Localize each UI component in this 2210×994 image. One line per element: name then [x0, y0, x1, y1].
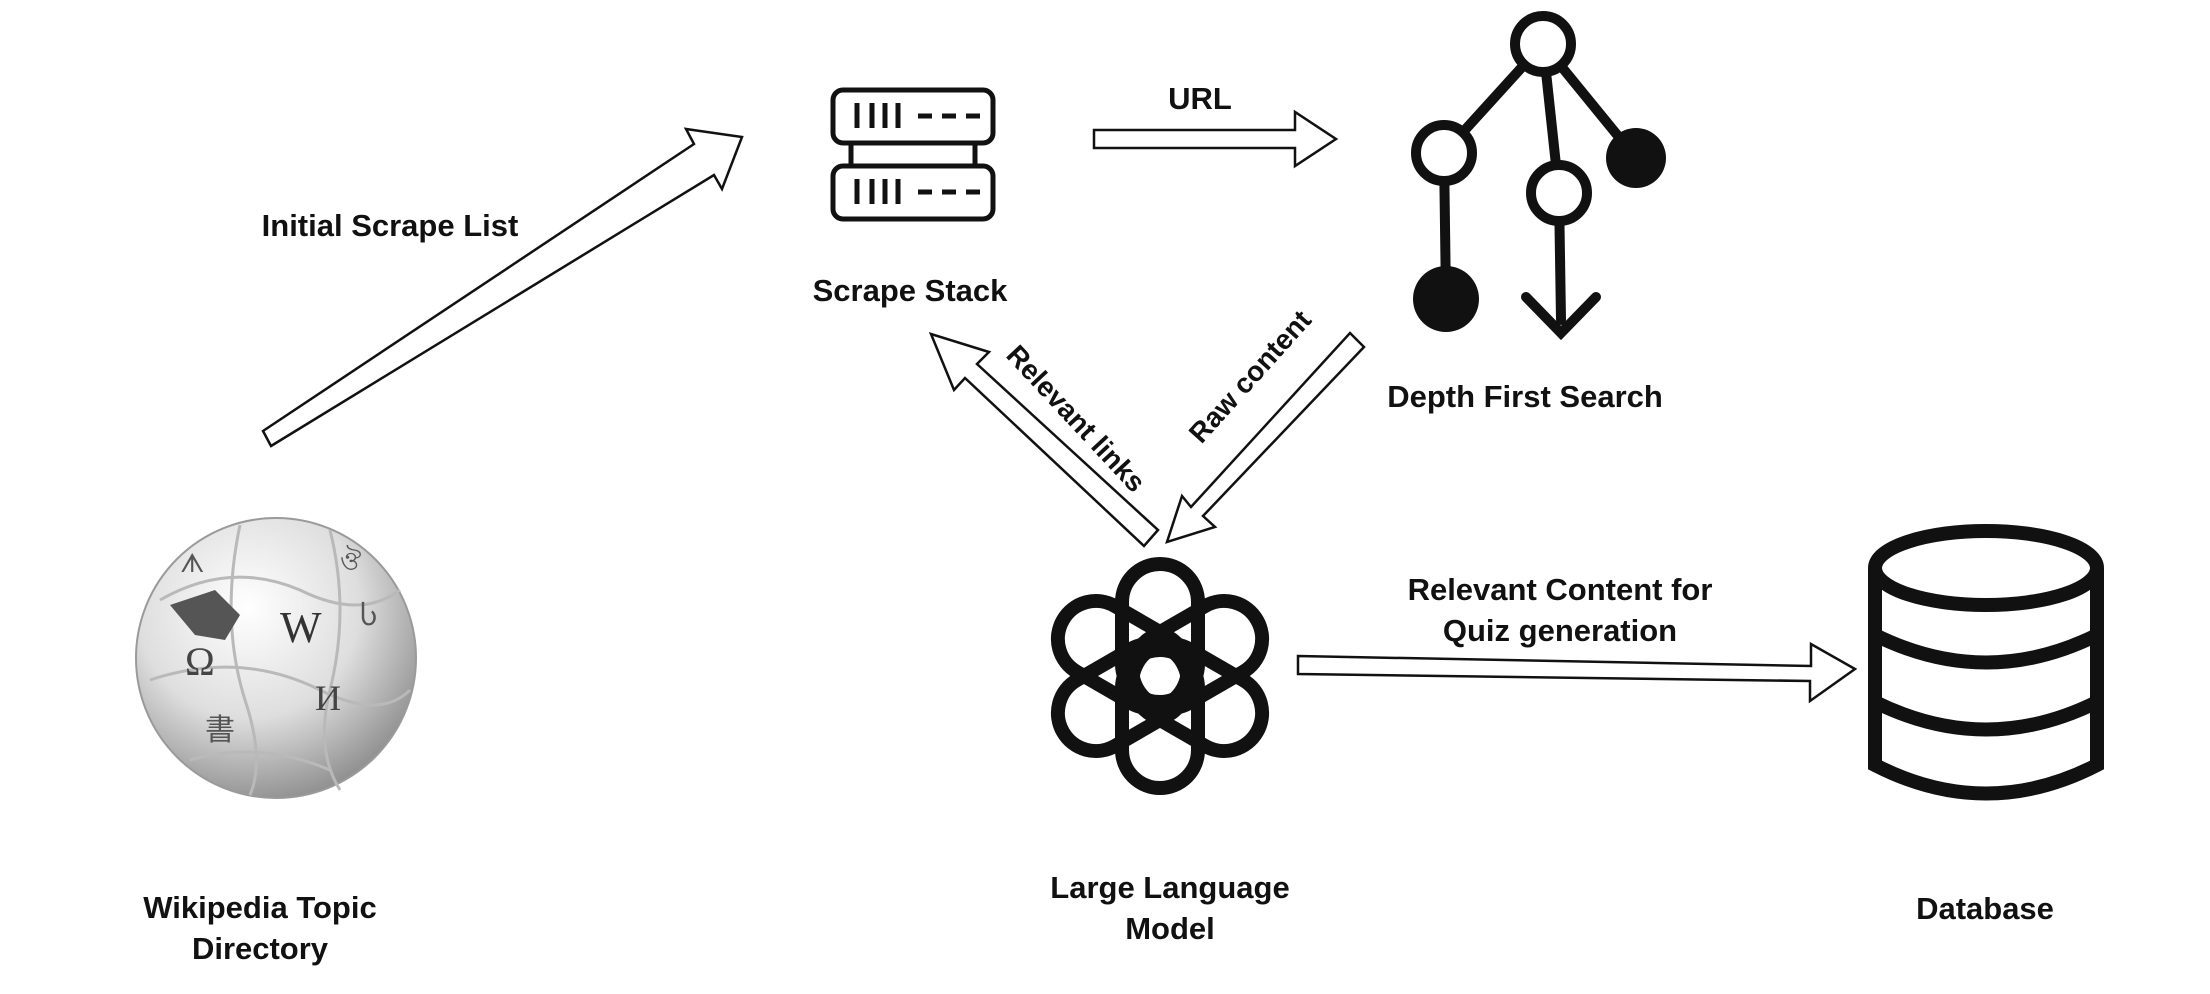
arrow-relevant-links — [928, 332, 1160, 548]
llm-label-line2: Model — [1125, 911, 1215, 946]
database-label: Database — [1916, 891, 2054, 926]
dfs-label: Depth First Search — [1387, 379, 1663, 414]
wikipedia-label-line1: Wikipedia Topic — [143, 890, 377, 925]
wikipedia-node-label: Wikipedia Topic Directory — [110, 887, 410, 969]
svg-text:Ω: Ω — [185, 639, 215, 684]
arrow-url — [1092, 109, 1339, 169]
svg-text:書: 書 — [205, 714, 235, 747]
arrow-quiz-content — [1296, 641, 1858, 704]
svg-text:И: И — [315, 678, 341, 718]
svg-text:W: W — [280, 603, 322, 652]
tree-graph-icon — [1411, 11, 1666, 341]
database-icon — [1868, 524, 2104, 801]
server-stack-icon — [830, 87, 996, 222]
wikipedia-label-line2: Directory — [191, 931, 329, 966]
arrow-initial-scrape — [261, 127, 744, 448]
quiz-label-line2: Quiz generation — [1442, 613, 1678, 648]
llm-label-line1: Large Language — [1050, 870, 1290, 905]
arrow-raw-content — [1165, 331, 1366, 544]
svg-text:ᗑ: ᗑ — [180, 549, 204, 578]
wikipedia-globe-icon: W Ω И 書 ঔ Ⴑ ᗑ — [135, 517, 417, 799]
initial-scrape-list-label: Initial Scrape List — [261, 208, 519, 243]
quiz-label-line1: Relevant Content for — [1407, 572, 1713, 607]
svg-text:ঔ: ঔ — [340, 545, 361, 576]
openai-logo-icon — [1050, 557, 1270, 795]
svg-text:Ⴑ: Ⴑ — [360, 601, 377, 632]
url-label: URL — [1168, 81, 1232, 116]
quiz-content-label: Relevant Content for Quiz generation — [1370, 569, 1750, 651]
llm-node-label: Large Language Model — [1010, 867, 1330, 949]
scrape-stack-label: Scrape Stack — [812, 273, 1008, 308]
